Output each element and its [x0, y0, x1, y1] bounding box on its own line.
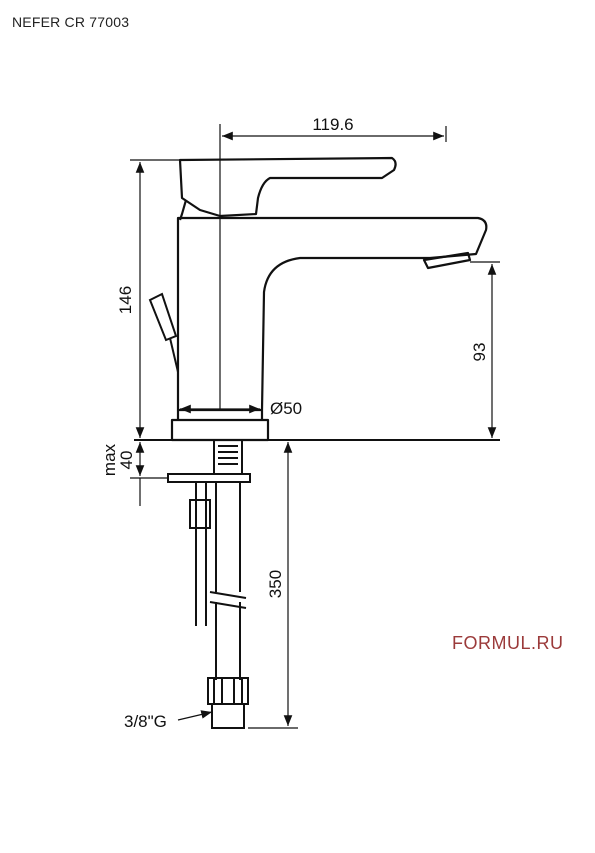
faucet-body: [170, 156, 488, 442]
dim-max-label: max: [100, 443, 119, 476]
dim-max-value: 40: [117, 451, 136, 470]
dim-spout-height: [470, 261, 500, 438]
drawing-title: NEFER CR 77003: [12, 14, 130, 30]
thread-leader: [177, 710, 213, 721]
watermark-logo: FORMUL.RU: [452, 633, 564, 653]
dim-width: [219, 124, 447, 410]
dim-hose-length-label: 350: [266, 570, 285, 598]
dim-total-height-label: 146: [116, 286, 135, 314]
dim-max-thickness: [130, 442, 168, 506]
dim-spout-height-label: 93: [470, 343, 489, 362]
dim-width-label: 119.6: [312, 115, 353, 134]
dim-total-height: [130, 159, 182, 438]
popup-rod: [148, 292, 179, 373]
dim-hose-length: [248, 442, 298, 729]
dim-base-diameter-label: Ø50: [270, 399, 302, 418]
thread-label: 3/8"G: [124, 712, 167, 731]
fixing-and-hose: [167, 439, 251, 729]
